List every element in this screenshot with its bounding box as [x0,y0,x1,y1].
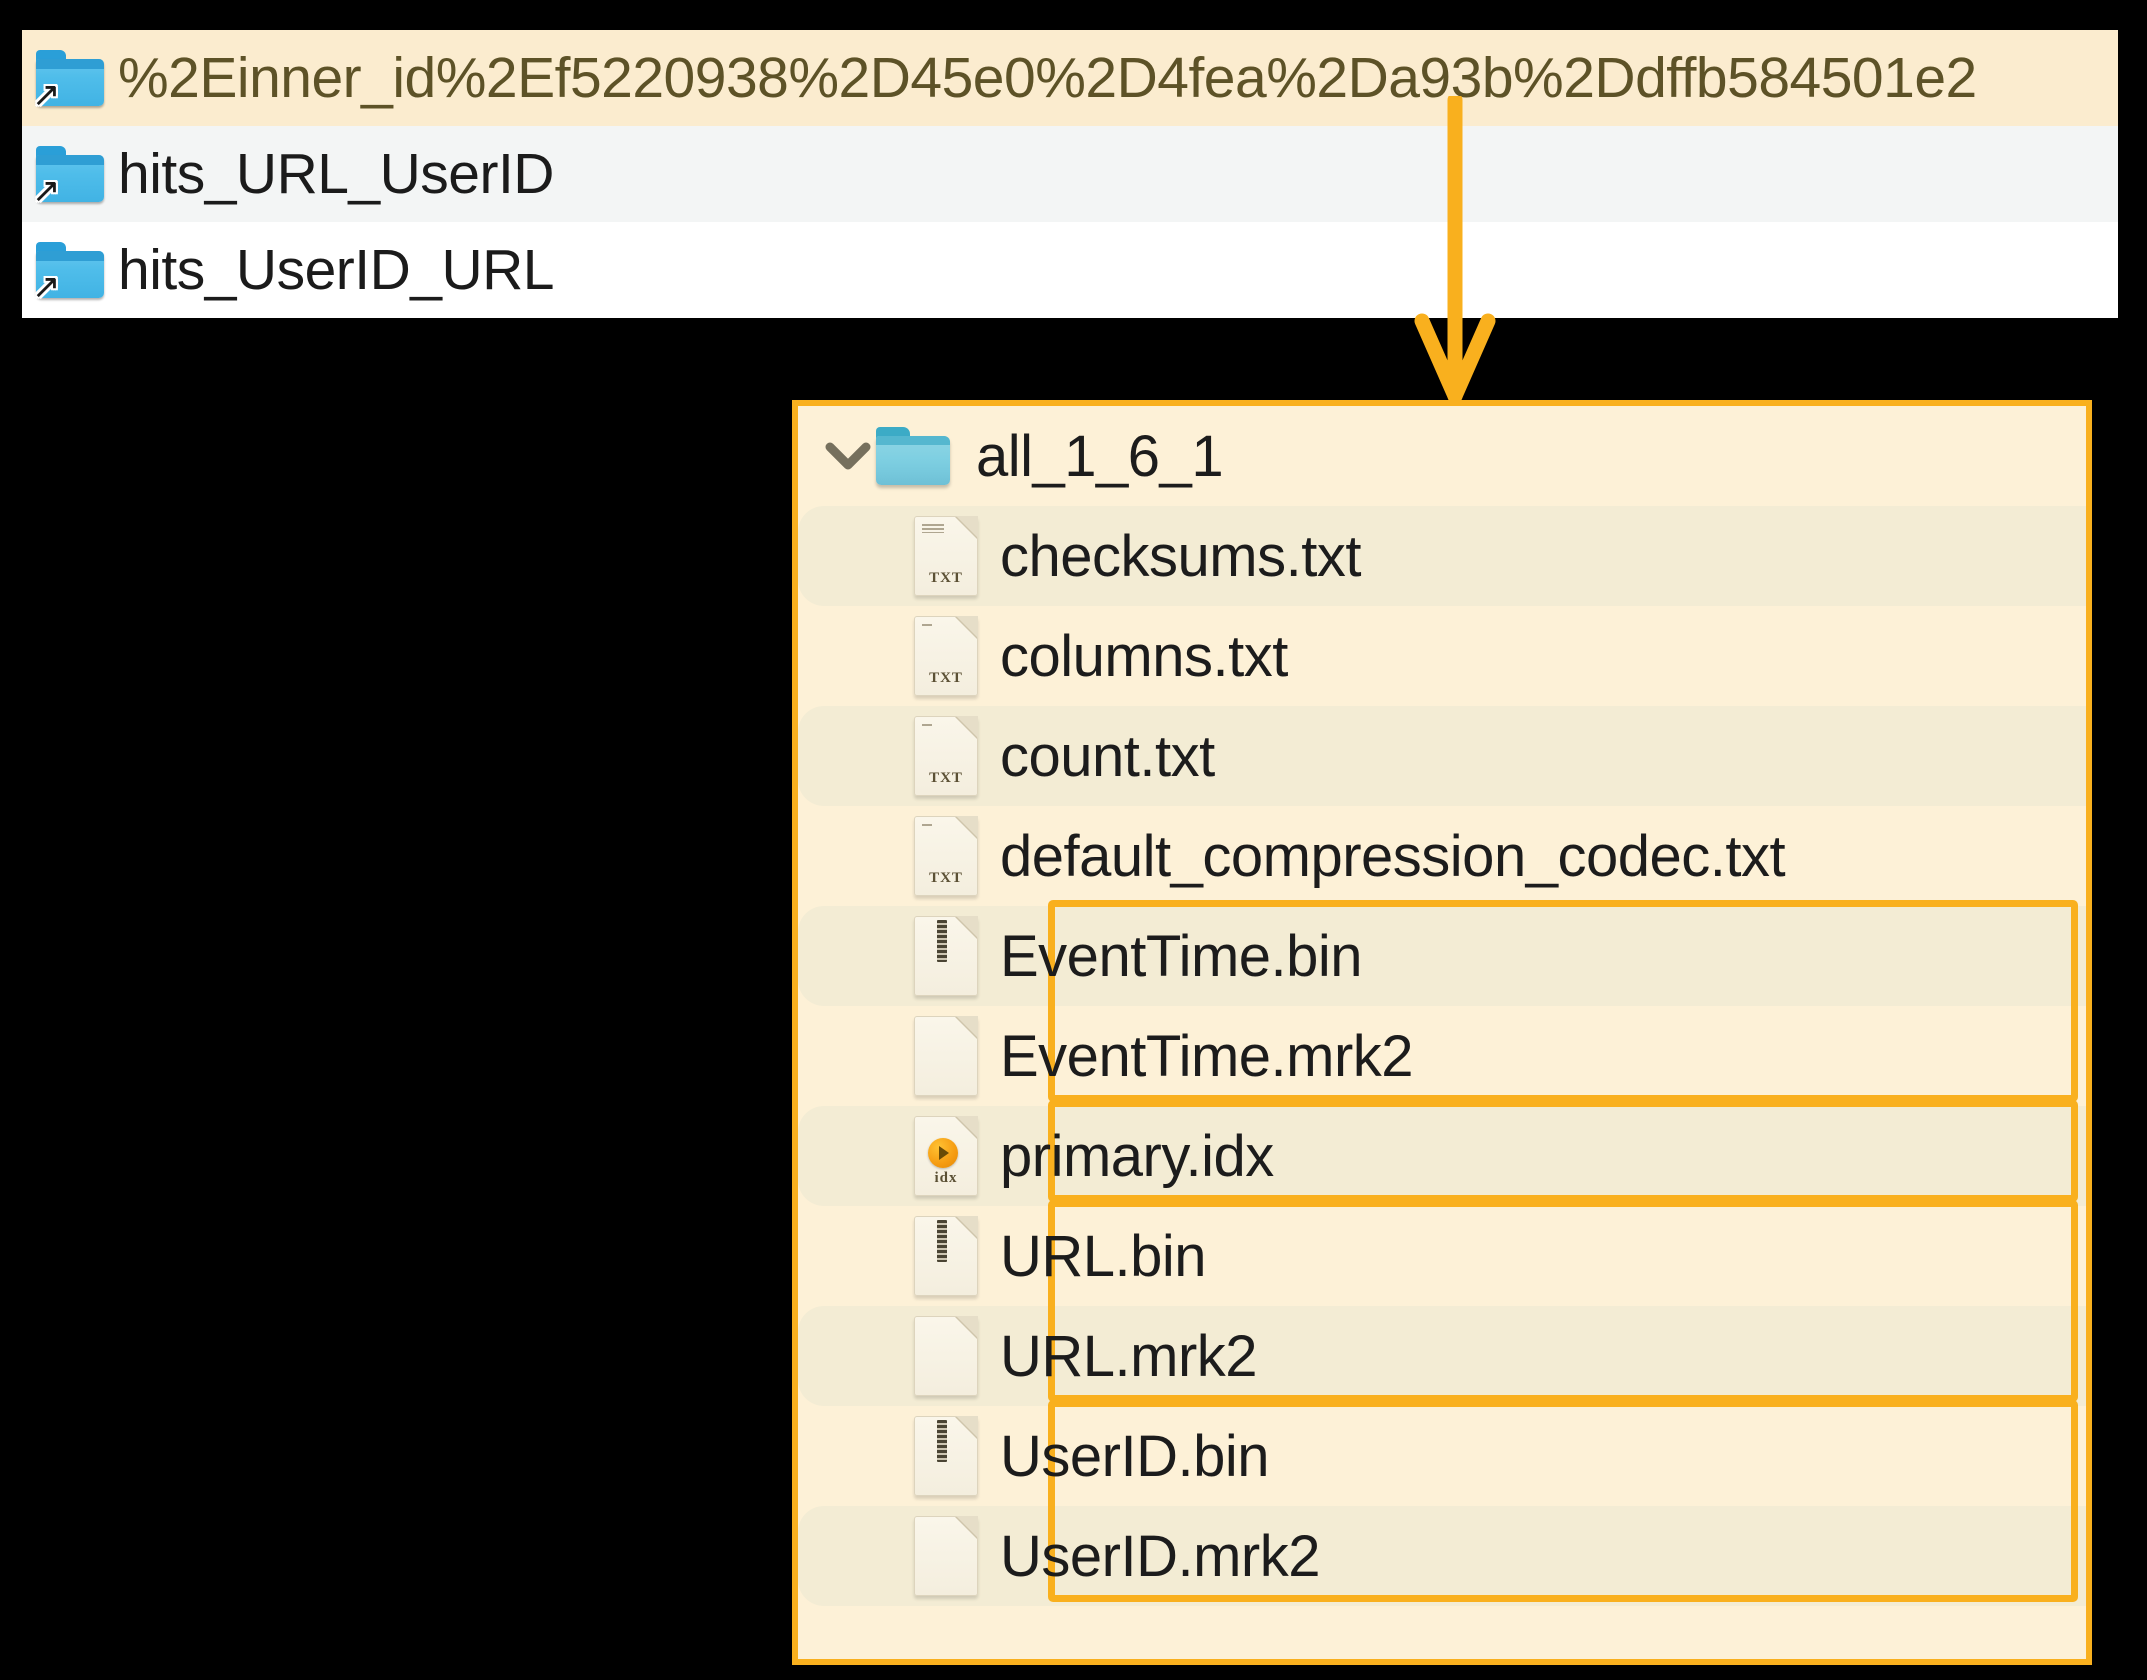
file-label: columns.txt [1000,623,1288,689]
list-item-label: hits_URL_UserID [118,142,554,206]
file-icon-ext: TXT [929,670,963,686]
file-row[interactable]: idx primary.idx [798,1106,2086,1206]
file-label: checksums.txt [1000,523,1361,589]
file-label: primary.idx [1000,1123,1274,1189]
file-row[interactable]: UserID.mrk2 [798,1506,2086,1606]
file-label: UserID.bin [1000,1423,1269,1489]
file-row[interactable]: EventTime.bin [798,906,2086,1006]
list-item[interactable]: ↗ %2Einner_id%2Ef5220938%2D45e0%2D4fea%2… [22,30,2118,126]
folder-alias-icon-cell: ↗ [22,146,118,208]
file-row[interactable]: TXT count.txt [798,706,2086,806]
mrk-file-icon [914,1016,978,1096]
file-label: UserID.mrk2 [1000,1523,1320,1589]
idx-file-icon: idx [914,1116,978,1196]
list-item-label: %2Einner_id%2Ef5220938%2D45e0%2D4fea%2Da… [118,46,1977,110]
bin-file-icon [914,916,978,996]
folder-alias-icon: ↗ [32,50,104,112]
file-row[interactable]: TXT default_compression_codec.txt [798,806,2086,906]
file-label: EventTime.bin [1000,923,1363,989]
txt-file-icon: TXT [914,716,978,796]
file-row[interactable]: URL.mrk2 [798,1306,2086,1406]
file-tree: all_1_6_1 TXT checksums.txt TXT columns.… [798,406,2086,1606]
folder-alias-icon-cell: ↗ [22,50,118,112]
file-label: URL.mrk2 [1000,1323,1258,1389]
txt-file-icon: TXT [914,516,978,596]
file-icon-ext: TXT [929,570,963,586]
file-label: default_compression_codec.txt [1000,823,1786,889]
txt-file-icon: TXT [914,816,978,896]
file-icon-ext: TXT [929,870,963,886]
folder-icon [876,427,950,485]
file-row[interactable]: URL.bin [798,1206,2086,1306]
folder-alias-icon: ↗ [32,242,104,304]
txt-file-icon: TXT [914,616,978,696]
file-row[interactable]: TXT columns.txt [798,606,2086,706]
list-item[interactable]: ↗ hits_URL_UserID [22,126,2118,222]
file-icon-ext: TXT [929,770,963,786]
file-row[interactable]: EventTime.mrk2 [798,1006,2086,1106]
mrk-file-icon [914,1516,978,1596]
file-label: EventTime.mrk2 [1000,1023,1414,1089]
file-label: URL.bin [1000,1223,1207,1289]
file-row[interactable]: TXT checksums.txt [798,506,2086,606]
folder-alias-icon: ↗ [32,146,104,208]
file-label: count.txt [1000,723,1215,789]
file-row[interactable]: UserID.bin [798,1406,2086,1506]
chevron-down-icon[interactable] [820,441,876,471]
part-directory-panel[interactable]: all_1_6_1 TXT checksums.txt TXT columns.… [792,400,2092,1665]
tree-folder-row[interactable]: all_1_6_1 [798,406,2086,506]
folder-label: all_1_6_1 [976,423,1224,489]
list-item-label: hits_UserID_URL [118,238,554,302]
list-item[interactable]: ↗ hits_UserID_URL [22,222,2118,318]
mrk-file-icon [914,1316,978,1396]
file-icon-ext: idx [934,1170,958,1186]
bin-file-icon [914,1416,978,1496]
directory-listing-panel[interactable]: ↗ %2Einner_id%2Ef5220938%2D45e0%2D4fea%2… [22,30,2118,318]
bin-file-icon [914,1216,978,1296]
folder-alias-icon-cell: ↗ [22,242,118,304]
